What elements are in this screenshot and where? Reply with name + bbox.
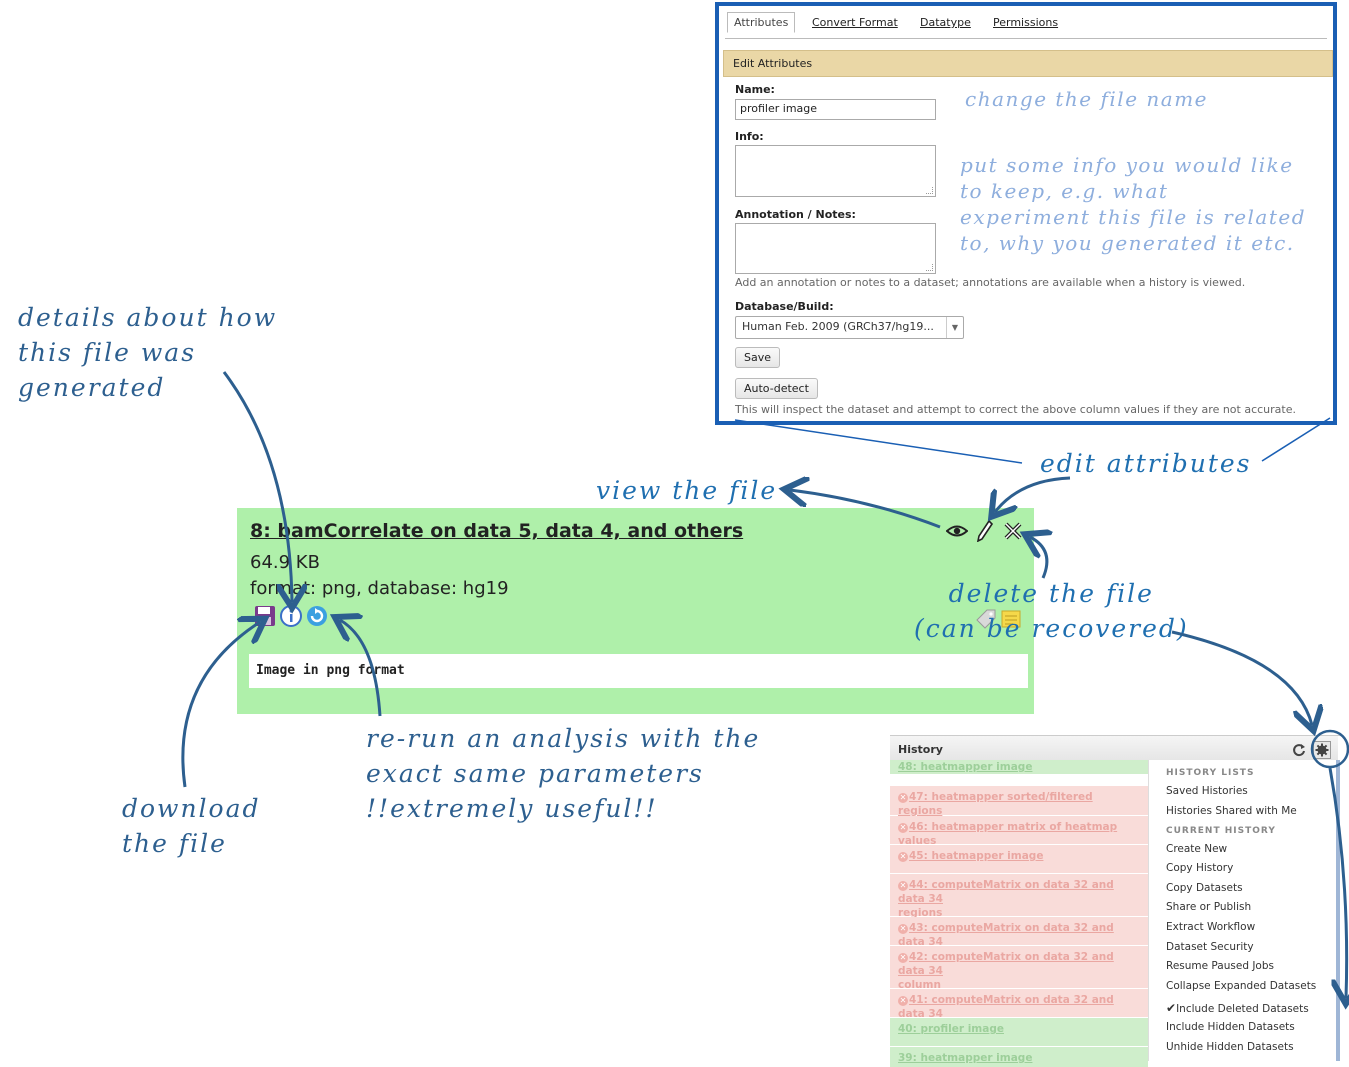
arrow-include-deleted	[1328, 767, 1347, 998]
dataset-item: 8: bamCorrelate on data 5, data 4, and o…	[237, 508, 1034, 714]
menu-item-copy-datasets[interactable]: Copy Datasets	[1166, 882, 1243, 894]
eye-icon[interactable]	[946, 520, 968, 542]
annotation-change-name: change the file name	[965, 87, 1208, 111]
build-select[interactable]: Human Feb. 2009 (GRCh37/hg19... ▼	[735, 316, 964, 339]
annotation-delete: delete the file (can be recovered)	[914, 579, 1189, 643]
gear-icon[interactable]	[1313, 741, 1331, 759]
save-button[interactable]: Save	[735, 347, 781, 368]
auto-detect-button[interactable]: Auto-detect	[735, 378, 818, 399]
dataset-size: 64.9 KB	[250, 552, 320, 573]
menu-item-collapse-expanded[interactable]: Collapse Expanded Datasets	[1166, 980, 1317, 992]
info-label: Info:	[735, 130, 764, 143]
rerun-icon[interactable]	[306, 605, 328, 627]
history-row[interactable]: ✕46: heatmapper matrix of heatmap values	[890, 816, 1148, 847]
history-row[interactable]: ✕42: computeMatrix on data 32 and data 3…	[890, 946, 1148, 991]
history-row[interactable]: ✕41: computeMatrix on data 32 and data 3…	[890, 989, 1148, 1020]
tag-icon[interactable]	[975, 608, 997, 630]
deleted-icon: ✕	[898, 924, 908, 934]
arrow-delete	[1030, 537, 1047, 579]
menu-item-create-new[interactable]: Create New	[1166, 843, 1228, 855]
arrow-gear	[1171, 630, 1312, 725]
history-row[interactable]: ✕45: heatmapper image	[890, 845, 1148, 873]
dataset-icon-bar	[946, 520, 1024, 542]
history-row[interactable]: 40: profiler image	[890, 1018, 1148, 1046]
menu-header-current-history: CURRENT HISTORY	[1166, 826, 1276, 836]
arrow-rerun	[340, 620, 382, 717]
history-options-menu: HISTORY LISTS Saved Histories Histories …	[1148, 760, 1339, 1061]
gear-highlight-circle	[1310, 729, 1349, 769]
history-panel: History 48: heatmapper image ✕47: heatma…	[890, 735, 1340, 1067]
info-textarea[interactable]	[735, 145, 936, 197]
arrow-edit	[995, 476, 1071, 512]
callout-line-right	[1261, 417, 1331, 462]
deleted-icon: ✕	[898, 881, 908, 891]
history-row[interactable]: ✕44: computeMatrix on data 32 and data 3…	[890, 874, 1148, 919]
history-title: History	[898, 743, 943, 756]
dataset-tag-icons	[975, 608, 1022, 630]
annotation-label: Annotation / Notes:	[735, 208, 856, 221]
annotation-info: put some info you would like to keep, e.…	[960, 153, 1307, 255]
menu-header-history-lists: HISTORY LISTS	[1166, 768, 1255, 778]
pencil-icon[interactable]	[974, 520, 996, 542]
menu-item-unhide-hidden[interactable]: Unhide Hidden Datasets	[1166, 1041, 1294, 1053]
annotation-rerun: re-run an analysis with the exact same p…	[366, 724, 761, 823]
menu-item-saved-histories[interactable]: Saved Histories	[1166, 785, 1248, 797]
dataset-title[interactable]: 8: bamCorrelate on data 5, data 4, and o…	[250, 520, 744, 542]
menu-item-include-deleted[interactable]: ✔Include Deleted Datasets	[1166, 1001, 1309, 1015]
auto-detect-help: This will inspect the dataset and attemp…	[735, 403, 1296, 416]
menu-item-dataset-security[interactable]: Dataset Security	[1166, 941, 1254, 953]
deleted-icon: ✕	[898, 953, 908, 963]
dataset-format: format: png, database: hg19	[250, 578, 509, 599]
deleted-icon: ✕	[898, 852, 908, 862]
menu-item-share-publish[interactable]: Share or Publish	[1166, 901, 1252, 913]
menu-item-extract-workflow[interactable]: Extract Workflow	[1166, 921, 1256, 933]
annotation-textarea[interactable]	[735, 223, 936, 274]
annotation-details: details about how this file was generate…	[18, 303, 278, 402]
annotation-edit: edit attributes	[1040, 449, 1252, 478]
arrow-download	[181, 622, 260, 788]
menu-item-resume-paused[interactable]: Resume Paused Jobs	[1166, 960, 1274, 972]
attributes-tabs: Attributes Convert Format Datatype Permi…	[725, 12, 1327, 39]
menu-item-copy-history[interactable]: Copy History	[1166, 862, 1234, 874]
build-label: Database/Build:	[735, 300, 834, 313]
annotation-help: Add an annotation or notes to a dataset;…	[735, 276, 1246, 289]
history-scrollbar[interactable]	[1336, 760, 1340, 1061]
delete-x-icon[interactable]	[1002, 520, 1024, 542]
dataset-peek: Image in png format	[249, 654, 1028, 688]
arrow-details	[222, 371, 292, 602]
annotation-download: download the file	[122, 794, 261, 858]
callout-line-left	[734, 419, 1023, 464]
deleted-icon: ✕	[898, 793, 908, 803]
refresh-icon[interactable]	[1292, 742, 1306, 761]
history-row[interactable]: ✕43: computeMatrix on data 32 and data 3…	[890, 917, 1148, 948]
annotation-view: view the file	[596, 476, 778, 505]
tab-datatype[interactable]: Datatype	[920, 16, 971, 29]
edit-attributes-panel: Attributes Convert Format Datatype Permi…	[715, 2, 1337, 425]
check-icon: ✔	[1166, 1001, 1177, 1015]
edit-attributes-header: Edit Attributes	[723, 50, 1333, 77]
tab-permissions[interactable]: Permissions	[993, 16, 1059, 29]
arrow-view	[790, 490, 941, 529]
name-input[interactable]: profiler image	[735, 99, 936, 120]
deleted-icon: ✕	[898, 823, 908, 833]
history-row[interactable]: 48: heatmapper image	[890, 760, 1148, 774]
deleted-icon: ✕	[898, 996, 908, 1006]
chevron-down-icon: ▼	[946, 317, 963, 338]
menu-item-include-hidden[interactable]: Include Hidden Datasets	[1166, 1021, 1295, 1033]
menu-item-shared-histories[interactable]: Histories Shared with Me	[1166, 805, 1297, 817]
name-label: Name:	[735, 83, 775, 96]
tab-convert-format[interactable]: Convert Format	[812, 16, 898, 29]
tab-attributes[interactable]: Attributes	[727, 12, 796, 33]
history-row[interactable]: ✕47: heatmapper sorted/filtered regions	[890, 786, 1148, 817]
annotation-note-icon[interactable]	[1000, 608, 1022, 630]
build-select-value: Human Feb. 2009 (GRCh37/hg19...	[742, 320, 934, 333]
